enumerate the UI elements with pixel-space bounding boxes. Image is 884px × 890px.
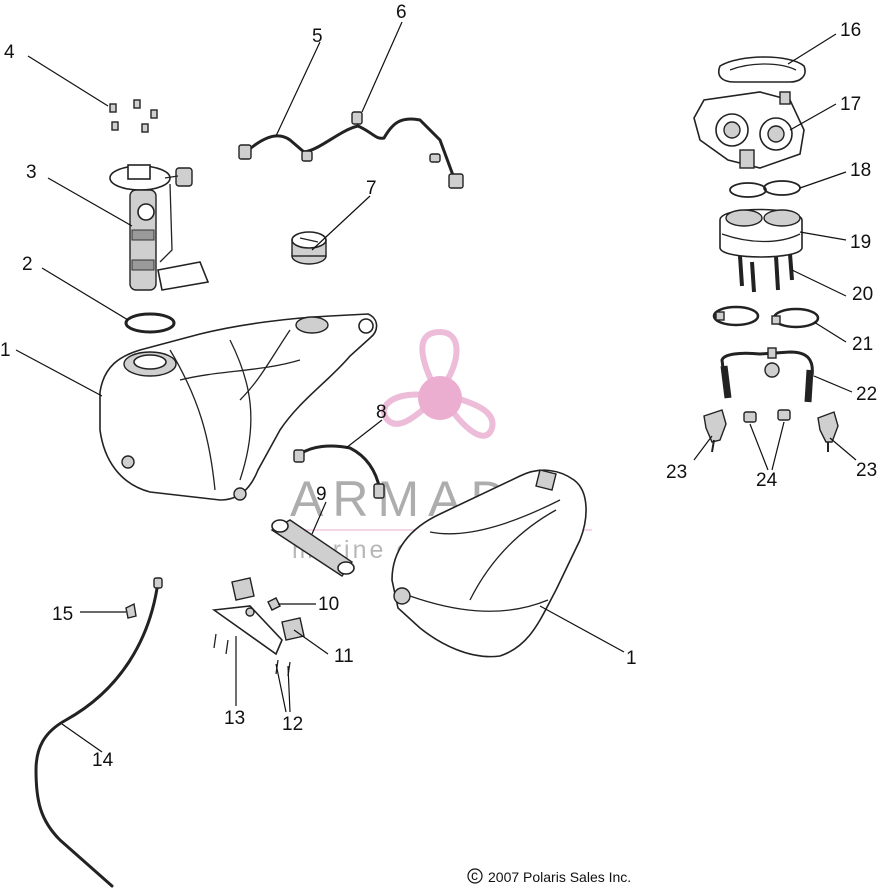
callout-11: 11 xyxy=(334,646,354,667)
vent-line-part-14 xyxy=(34,577,163,888)
bolts-part-20 xyxy=(738,253,794,293)
callout-24: 24 xyxy=(756,470,778,491)
callout-labels: 4 3 2 1 5 6 7 8 9 10 11 12 13 14 15 1 16… xyxy=(0,2,877,771)
callout-1-right: 1 xyxy=(626,648,637,669)
callout-23-left: 23 xyxy=(666,462,687,483)
bracket-part-13 xyxy=(211,605,283,656)
callout-7: 7 xyxy=(366,178,377,199)
screws-part-4 xyxy=(109,99,158,133)
injectors-part-23 xyxy=(703,409,839,453)
callout-12: 12 xyxy=(282,714,303,735)
fuel-line-part-5 xyxy=(238,117,464,189)
copyright-text: 2007 Polaris Sales Inc. xyxy=(488,869,631,885)
intake-adapter-part-19 xyxy=(719,208,803,258)
callout-1-left: 1 xyxy=(0,340,11,361)
clips-part-24 xyxy=(743,409,791,423)
callout-2: 2 xyxy=(22,254,33,275)
fuel-tank-left-part-1 xyxy=(99,313,378,501)
vent-hose-part-8 xyxy=(293,444,385,499)
callout-20: 20 xyxy=(852,284,873,305)
leader-lines xyxy=(15,21,857,753)
callout-19: 19 xyxy=(850,232,871,253)
fuel-rail-part-22 xyxy=(720,347,814,403)
callout-15: 15 xyxy=(52,604,73,625)
clip-part-6 xyxy=(351,111,363,125)
gasket-part-16 xyxy=(718,56,806,83)
callout-17: 17 xyxy=(840,94,861,115)
clip-part-15 xyxy=(125,602,137,619)
o-rings-part-18 xyxy=(729,180,801,198)
fuel-tank-right-part-1 xyxy=(391,469,587,658)
callout-3: 3 xyxy=(26,162,37,183)
clip-part-11 xyxy=(231,577,305,641)
copyright-notice: c 2007 Polaris Sales Inc. xyxy=(467,867,631,885)
callout-10: 10 xyxy=(318,594,339,615)
callout-4: 4 xyxy=(4,42,15,63)
o-ring-part-2 xyxy=(124,312,176,334)
callout-14: 14 xyxy=(92,750,114,771)
retainer-part-10 xyxy=(267,597,281,611)
fuel-cap-part-7 xyxy=(291,231,327,265)
callout-16: 16 xyxy=(840,20,861,41)
callout-21: 21 xyxy=(852,334,873,355)
callout-8: 8 xyxy=(376,402,387,423)
watermark-propeller-logo xyxy=(381,328,496,439)
copyright-symbol: c xyxy=(471,867,478,883)
clamps-part-21 xyxy=(712,305,820,329)
fuel-pump-part-3 xyxy=(109,164,210,291)
callout-9: 9 xyxy=(316,484,327,505)
callout-23-right: 23 xyxy=(856,460,877,481)
callout-13: 13 xyxy=(224,708,245,729)
callout-18: 18 xyxy=(850,160,871,181)
callout-5: 5 xyxy=(312,26,323,47)
callout-6: 6 xyxy=(396,2,407,23)
callout-22: 22 xyxy=(856,384,877,405)
throttle-body-part-17 xyxy=(693,91,805,169)
hose-sleeve-part-9 xyxy=(270,519,355,577)
